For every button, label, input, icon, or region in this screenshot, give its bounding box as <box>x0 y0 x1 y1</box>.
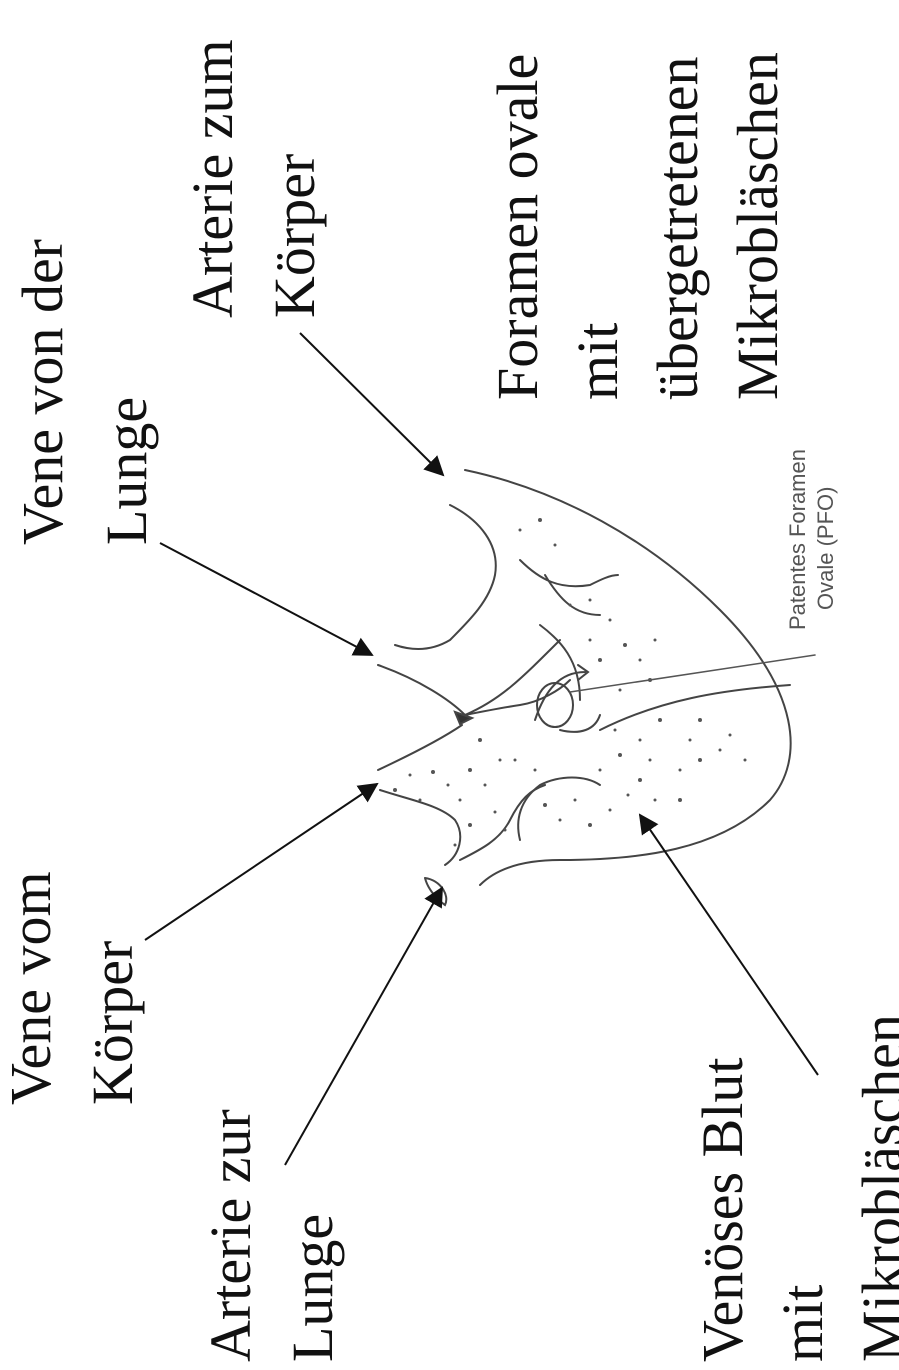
microbubble-dot <box>419 799 422 802</box>
microbubble-dot <box>654 639 657 642</box>
microbubble-dot <box>698 718 702 722</box>
microbubble-dot <box>729 734 732 737</box>
pulmonary-artery-2 <box>460 785 545 860</box>
microbubble-dot <box>598 658 602 662</box>
microbubble-dot <box>534 769 537 772</box>
microbubble-dot <box>431 770 435 774</box>
microbubble-dot <box>639 739 642 742</box>
microbubble-dot <box>654 799 657 802</box>
microbubble-dot <box>499 759 502 762</box>
vena-cava-upper <box>378 725 462 770</box>
aorta-lower <box>520 560 618 586</box>
microbubble-dot <box>514 759 517 762</box>
microbubble-dot <box>648 678 652 682</box>
microbubble-dot <box>569 604 572 607</box>
pulmonary-vein-lower <box>465 640 560 715</box>
label-pfo: Patentes Foramen Ovale (PFO) <box>785 443 838 630</box>
label-arterie-zum-koerper: Arterie zum Körper <box>180 25 327 318</box>
label-venoeses-blut: Venöses Blut mit Mikrobläschen <box>690 1014 899 1362</box>
microbubble-dot <box>519 529 522 532</box>
microbubble-dot <box>393 788 397 792</box>
microbubble-dot <box>744 759 747 762</box>
microbubble-dot <box>559 819 562 822</box>
arrow-vene-von-der-lunge <box>160 543 372 655</box>
microbubble-dot <box>639 659 642 662</box>
arrow-vene-vom-koerper <box>145 784 377 940</box>
microbubble-dot <box>478 738 482 742</box>
microbubble-dot <box>543 803 547 807</box>
microbubble-dot <box>609 619 612 622</box>
microbubble-dot <box>619 689 622 692</box>
microbubble-dot <box>494 811 497 814</box>
ventricle-divider <box>600 685 790 730</box>
microbubble-dot <box>538 518 542 522</box>
microbubble-dot <box>468 768 472 772</box>
microbubble-dot <box>504 829 507 832</box>
microbubble-dot <box>618 753 622 757</box>
label-foramen-ovale: Foramen ovale mit übergetretenen Mikrobl… <box>485 39 790 400</box>
label-vene-von-der-lunge: Vene von der Lunge <box>10 224 159 545</box>
arrow-venoeses-blut <box>640 815 818 1075</box>
microbubble-dot <box>623 643 627 647</box>
heart-sketch <box>378 470 815 905</box>
microbubble-dot <box>454 844 457 847</box>
microbubble-dot <box>689 739 692 742</box>
pfo-circle <box>537 683 573 727</box>
arrow-arterie-zur-lunge <box>285 888 442 1165</box>
pulmonary-vein-upper <box>378 665 465 715</box>
microbubble-dot <box>679 769 682 772</box>
microbubble-dot <box>719 749 722 752</box>
microbubble-dot <box>447 784 450 787</box>
microbubble-dot <box>589 639 592 642</box>
microbubble-dot <box>589 599 592 602</box>
microbubble-dot <box>459 799 462 802</box>
microbubble-dot <box>468 823 472 827</box>
microbubble-dot <box>599 769 602 772</box>
septum-inner <box>518 778 600 841</box>
microbubble-dot <box>409 774 412 777</box>
microbubbles <box>393 518 747 847</box>
microbubble-dot <box>649 759 652 762</box>
label-arterie-zur-lunge: Arterie zur Lunge <box>198 1095 345 1362</box>
microbubble-dot <box>658 718 662 722</box>
microbubble-dot <box>678 798 682 802</box>
microbubble-dot <box>554 544 557 547</box>
microbubble-dot <box>609 809 612 812</box>
microbubble-dot <box>638 778 642 782</box>
aorta-inner <box>545 575 600 615</box>
microbubble-dot <box>614 729 617 732</box>
heart-outline <box>465 470 791 885</box>
microbubble-dot <box>698 758 702 762</box>
aorta-upper <box>395 505 496 649</box>
microbubble-dot <box>627 794 630 797</box>
label-vene-vom-koerper: Vene vom Körper <box>0 857 145 1105</box>
arrows <box>145 333 818 1165</box>
microbubble-dot <box>574 799 577 802</box>
microbubble-dot <box>484 784 487 787</box>
microbubble-dot <box>588 823 592 827</box>
arrow-arterie-zum-koerper <box>300 333 443 475</box>
